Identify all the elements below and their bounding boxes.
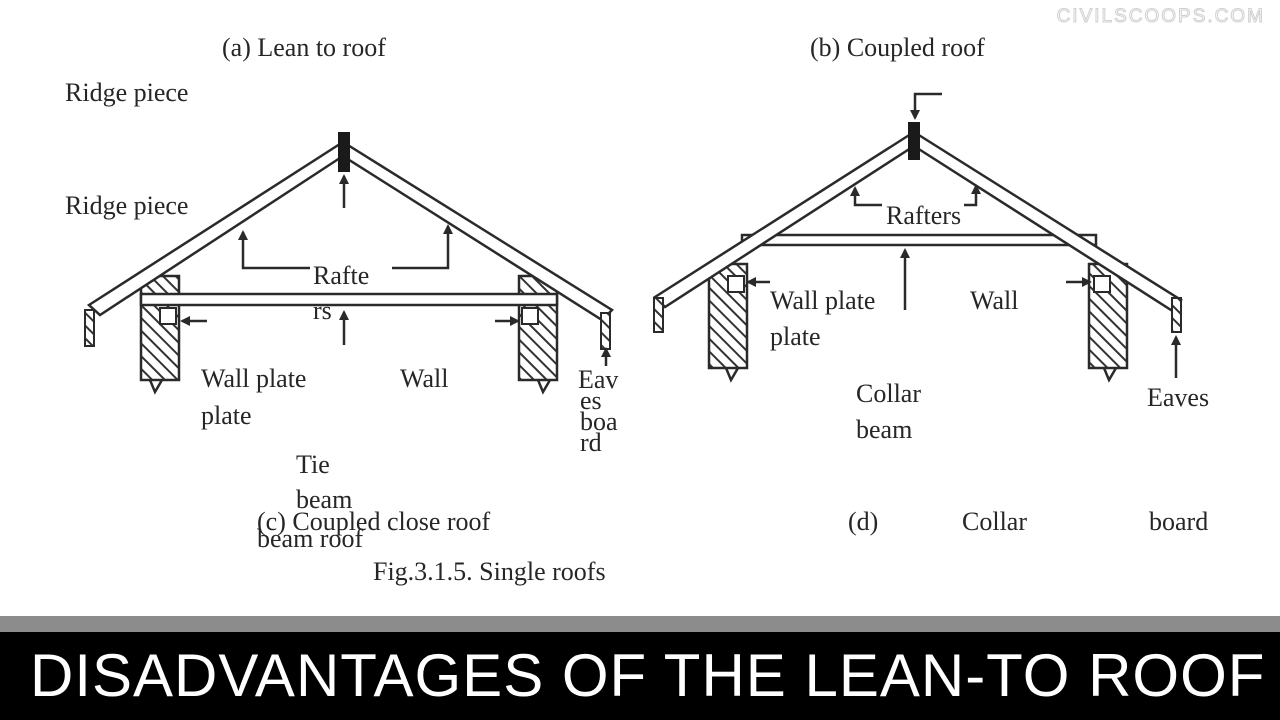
wall-plate-left-a <box>159 307 177 325</box>
wall-plate-label-a-2: plate <box>201 401 252 430</box>
eaves-board-right-b <box>1171 297 1182 333</box>
rafters-label-a-1: Rafte <box>313 261 369 290</box>
rafters-label-a-2: rs <box>313 296 332 325</box>
ridge-arrow-b <box>910 92 942 120</box>
collar-beam-label-2: beam <box>856 415 912 444</box>
rafters-label-b: Rafters <box>886 201 961 230</box>
figure-caption: Fig.3.1.5. Single roofs <box>373 557 606 586</box>
coupled-close-roof-title: (c) Coupled close roof <box>257 507 491 536</box>
wall-plate-right-a <box>521 307 539 325</box>
wall-plate-label-b-2: plate <box>770 322 821 351</box>
left-wall-break-b <box>724 367 740 383</box>
rafter-arrow-left-a <box>238 230 310 270</box>
diagram-b <box>653 92 1183 383</box>
banner-title: DISADVANTAGES OF THE LEAN-TO ROOF <box>30 642 1266 709</box>
wall-plate-left-b <box>727 275 745 293</box>
rafter-arrow-right-b <box>964 184 981 207</box>
eaves-board-left-a <box>84 309 95 347</box>
eaves-board-label-1: Eav <box>578 365 618 394</box>
rafter-left-b <box>653 129 916 309</box>
watermark-text: CIVILSCOOPS.COM <box>1057 6 1265 27</box>
right-wall-break-a <box>536 379 552 395</box>
collar-beam-b <box>740 233 1098 247</box>
board-label-d: board <box>1149 507 1208 536</box>
collar-beam-label-1: Collar <box>856 379 921 408</box>
rafter-arrow-right-a <box>392 224 453 270</box>
eaves-board-label-4: rd <box>580 428 602 457</box>
rafter-arrow-left-b <box>850 186 882 207</box>
right-wall-break-b <box>1102 367 1118 383</box>
eaves-board-label-2: es <box>580 386 602 415</box>
rafter-left-a <box>86 139 345 317</box>
diagram-a <box>84 132 614 395</box>
lean-to-roof-title: (a) Lean to roof <box>222 33 386 62</box>
wall-label-b: Wall <box>970 286 1018 315</box>
collar-label-d: Collar <box>962 507 1027 536</box>
wall-plate-label-a-1: Wall plate <box>201 364 306 393</box>
wall-plate-label-b-1: Wall plate <box>770 286 875 315</box>
eaves-board-left-b <box>653 297 664 333</box>
ridge-piece-b <box>908 122 920 160</box>
wall-plate-right-b <box>1093 275 1111 293</box>
ridge-piece-label-1: Ridge piece <box>65 78 188 107</box>
tie-beam-a <box>139 292 559 307</box>
ridge-piece-a <box>338 132 350 172</box>
right-wall-a <box>517 274 559 382</box>
tie-beam-label-1: Tie <box>296 450 330 479</box>
title-banner: DISADVANTAGES OF THE LEAN-TO ROOF <box>0 632 1280 720</box>
eaves-label-b: Eaves <box>1147 383 1209 412</box>
eaves-board-label-3: boa <box>580 407 618 436</box>
left-wall-a <box>139 274 181 382</box>
coupled-roof-title: (b) Coupled roof <box>810 33 985 62</box>
diagram-canvas: CIVILSCOOPS.COM <box>65 6 1265 587</box>
ridge-piece-label-2: Ridge piece <box>65 191 188 220</box>
diagram-d-title: (d) <box>848 507 878 536</box>
tie-beam-label-2: beam <box>296 485 352 514</box>
left-wall-break-a <box>148 379 164 395</box>
eaves-board-right-a <box>600 312 611 350</box>
divider-strip <box>0 616 1280 632</box>
wall-label-a: Wall <box>400 364 448 393</box>
beam-roof-label: beam roof <box>257 524 363 553</box>
